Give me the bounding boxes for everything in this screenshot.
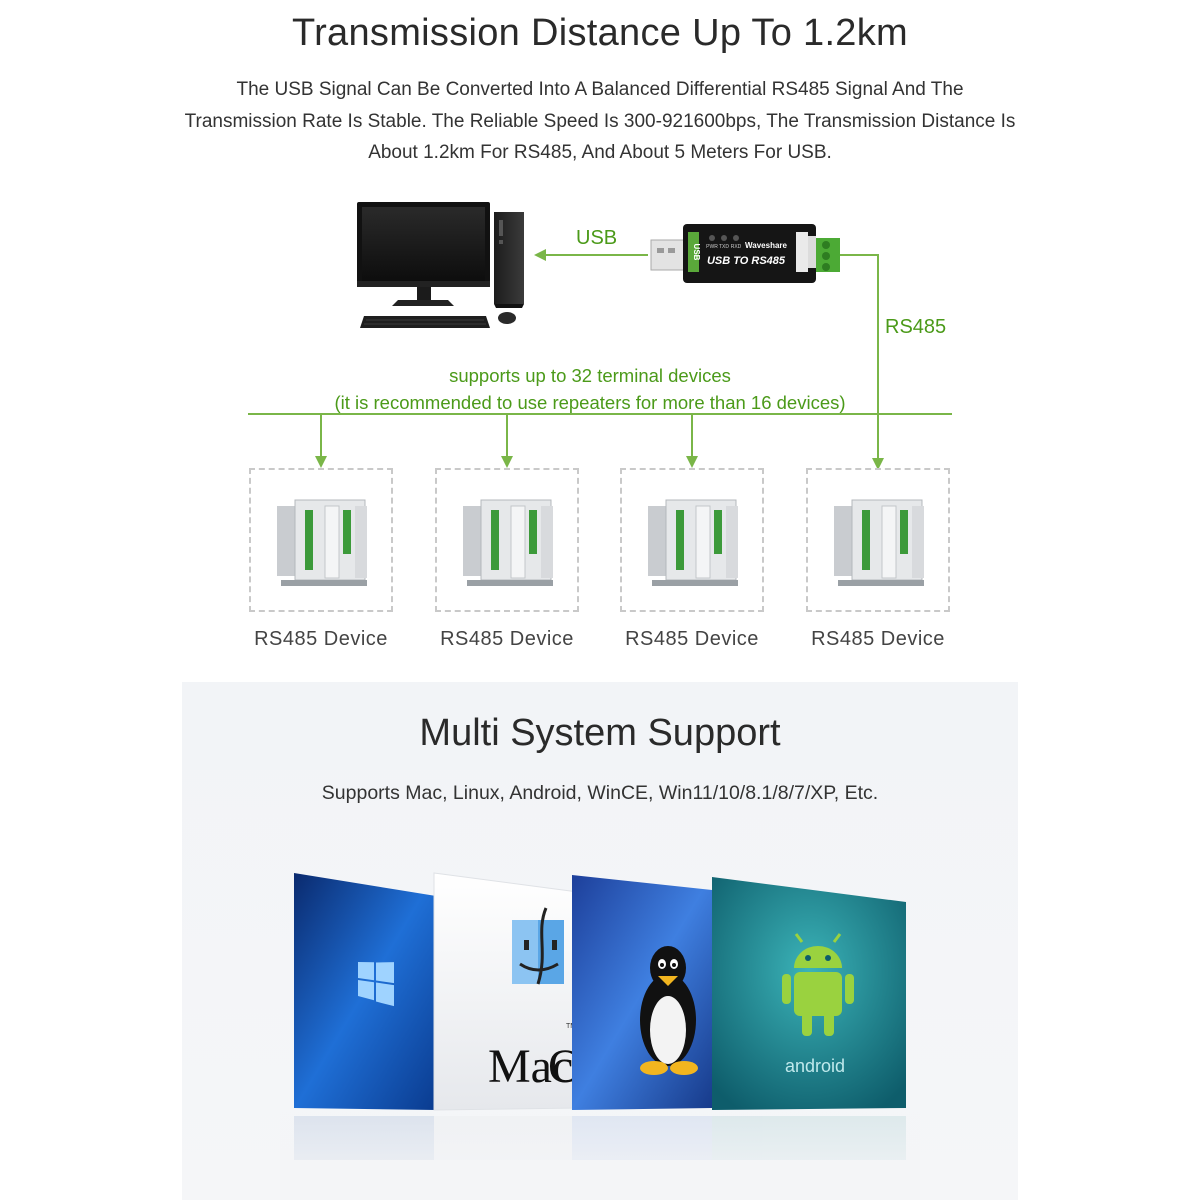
- usb-connection-label: USB: [576, 227, 618, 249]
- rs485-device-icon: [648, 499, 738, 586]
- usb-to-rs485-converter-icon: USB PWR TXD RXD Waveshare USB TO RS485: [650, 224, 840, 283]
- rs485-device-box: [435, 468, 579, 612]
- rs485-device-box: [249, 468, 393, 612]
- mac-finder-icon: Mac O TM: [433, 872, 583, 1111]
- svg-text:Mac: Mac: [488, 1040, 573, 1093]
- rs485-device-icon: [463, 499, 553, 586]
- rs485-device-box: [806, 468, 950, 612]
- svg-text:USB: USB: [692, 244, 701, 261]
- svg-text:USB TO RS485: USB TO RS485: [707, 255, 786, 267]
- device-label: RS485 Device: [625, 628, 759, 650]
- rs485-device-icon: [834, 499, 924, 586]
- svg-text:TXD: TXD: [719, 244, 729, 250]
- svg-text:TM: TM: [566, 1023, 576, 1030]
- android-robot-icon: android: [712, 877, 906, 1110]
- rs485-arrow: [840, 254, 884, 470]
- svg-text:PWR: PWR: [706, 244, 718, 250]
- section-title-transmission: Transmission Distance Up To 1.2km: [291, 12, 908, 54]
- desktop-computer-icon: [357, 202, 524, 328]
- svg-text:android: android: [785, 1056, 845, 1076]
- rs485-device-box: [620, 468, 764, 612]
- rs485-device-icon: [277, 499, 367, 586]
- rs485-connection-label: RS485: [885, 316, 947, 338]
- terminal-note-line1: supports up to 32 terminal devices: [449, 365, 731, 386]
- svg-text:Waveshare: Waveshare: [745, 241, 788, 250]
- terminal-capacity-note: supports up to 32 terminal devices (it i…: [250, 362, 930, 416]
- device-label: RS485 Device: [811, 628, 945, 650]
- tux-penguin-icon: [572, 875, 712, 1110]
- device-label: RS485 Device: [254, 628, 388, 650]
- connection-diagram: USB PWR TXD RXD Waveshare USB TO RS485: [248, 202, 952, 470]
- windows-logo-icon: [294, 873, 436, 1110]
- terminal-note-line2: (it is recommended to use repeaters for …: [334, 392, 846, 413]
- section-description-multi-system: Supports Mac, Linux, Android, WinCE, Win…: [321, 782, 879, 804]
- section-title-multi-system: Multi System Support: [419, 712, 781, 754]
- device-label: RS485 Device: [440, 628, 574, 650]
- os-tiles-illustration: Mac O TM android: [280, 872, 920, 1200]
- svg-text:RXD: RXD: [731, 244, 742, 250]
- section-description-transmission: The USB Signal Can Be Converted Into A B…: [184, 79, 1016, 163]
